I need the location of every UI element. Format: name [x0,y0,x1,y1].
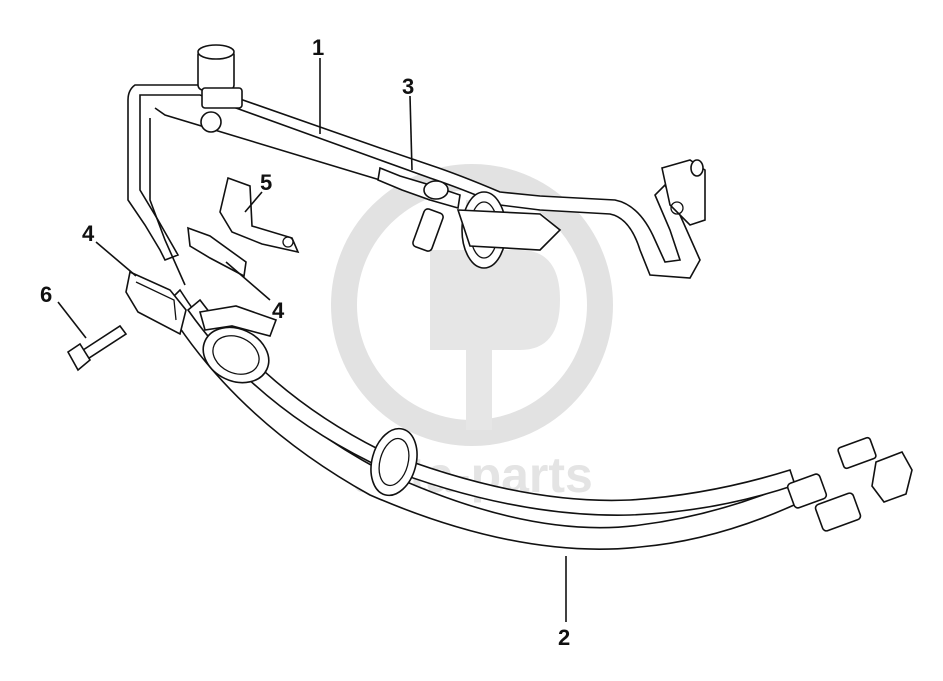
callout-4-left: 4 [82,221,95,246]
bracket-5 [219,176,300,254]
upper-pipe-assembly [127,44,706,286]
callout-4-center: 4 [272,298,285,323]
leader-lines [57,58,567,622]
clamp-4-center [187,226,247,278]
bolt-6 [66,324,128,372]
pipe-fitting-3 [377,166,562,269]
hose-assembly-2 [163,288,913,550]
callout-3: 3 [402,74,414,99]
callout-6: 6 [40,282,52,307]
callout-5: 5 [260,170,272,195]
callout-2: 2 [558,625,570,650]
clamp-4-left [125,270,187,336]
callout-1: 1 [312,35,324,60]
callouts: 1 2 3 4 4 5 6 [40,35,570,650]
